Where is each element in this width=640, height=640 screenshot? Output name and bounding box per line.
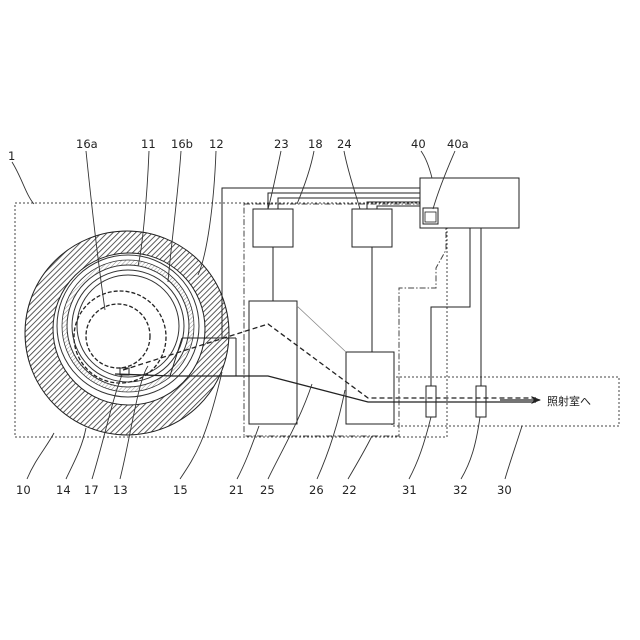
label-30: 30	[497, 483, 512, 497]
label-11: 11	[141, 137, 156, 151]
label-12: 12	[209, 137, 224, 151]
label-18: 18	[308, 137, 323, 151]
label-40a: 40a	[447, 137, 469, 151]
label-16a: 16a	[76, 137, 98, 151]
magnet-link	[297, 306, 346, 352]
label-26: 26	[309, 483, 324, 497]
label-25: 25	[260, 483, 275, 497]
magnet-21	[249, 301, 297, 424]
label-32: 32	[453, 483, 468, 497]
control-line-31	[431, 228, 470, 386]
power-supply-24	[352, 209, 392, 247]
label-10: 10	[16, 483, 31, 497]
controller-module-40a-inner	[425, 212, 436, 222]
control-line-23	[268, 193, 420, 209]
power-supply-23	[253, 209, 293, 247]
label-22: 22	[342, 483, 357, 497]
label-23: 23	[274, 137, 289, 151]
cyclotron	[25, 231, 229, 435]
label-31: 31	[402, 483, 417, 497]
label-21: 21	[229, 483, 244, 497]
label-17: 17	[84, 483, 99, 497]
destination-label: 照射室へ	[547, 394, 591, 408]
magnet-22	[346, 352, 394, 424]
label-13: 13	[113, 483, 128, 497]
label-16b: 16b	[171, 137, 193, 151]
label-15: 15	[173, 483, 188, 497]
label-14: 14	[56, 483, 71, 497]
label-24: 24	[337, 137, 352, 151]
label-1: 1	[8, 149, 15, 163]
label-40: 40	[411, 137, 426, 151]
